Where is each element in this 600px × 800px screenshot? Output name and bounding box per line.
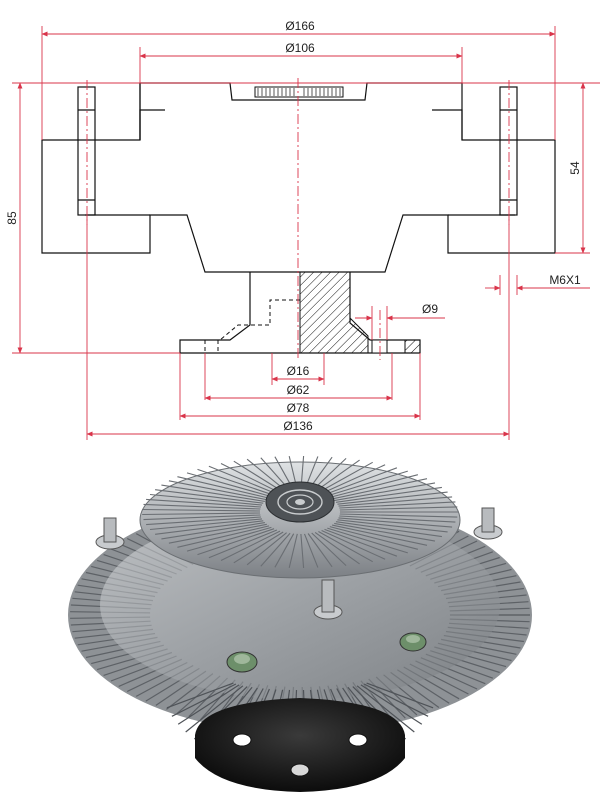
fin <box>307 533 333 568</box>
fin <box>168 480 267 501</box>
fin <box>318 531 373 563</box>
fin <box>246 532 287 566</box>
dim-label-d62: Ø62 <box>287 383 310 397</box>
fin <box>339 501 456 509</box>
fin <box>186 472 272 498</box>
fin <box>337 491 448 505</box>
fin <box>318 461 373 493</box>
dim-label-d166: Ø166 <box>285 19 315 33</box>
fin <box>360 684 423 725</box>
stud-center <box>313 579 343 620</box>
fin <box>274 533 295 568</box>
stud-right <box>473 507 503 540</box>
fin <box>337 519 448 533</box>
fin <box>143 514 261 521</box>
fin <box>324 467 398 496</box>
stud-left <box>95 517 125 550</box>
fin <box>334 482 436 502</box>
fin <box>366 682 434 709</box>
dim-label-54: 54 <box>568 161 582 175</box>
fin <box>363 683 429 717</box>
fin <box>185 685 244 733</box>
fin <box>288 533 298 569</box>
fin <box>356 685 415 733</box>
technical-drawing: Ø166 Ø106 85 54 M6X1 Ø9 Ø16 Ø62 Ø78 Ø136 <box>5 19 600 440</box>
part-outline <box>41 82 556 354</box>
fin <box>314 459 360 493</box>
fin <box>166 682 234 709</box>
fin <box>149 518 263 531</box>
fin <box>155 489 264 504</box>
fin <box>186 526 272 552</box>
fin <box>300 533 305 569</box>
fin <box>329 526 419 550</box>
fin <box>142 508 261 512</box>
fin <box>155 520 264 535</box>
dim-label-d16: Ø16 <box>287 364 310 378</box>
fin <box>335 521 442 538</box>
fin <box>161 484 265 502</box>
dim-label-d136: Ø136 <box>283 419 313 433</box>
fin <box>331 478 428 500</box>
dim-label-d106: Ø106 <box>285 41 315 55</box>
fin <box>220 463 281 494</box>
dimension-labels: Ø166 Ø106 85 54 M6X1 Ø9 Ø16 Ø62 Ø78 Ø136 <box>5 19 582 433</box>
dim-label-thread: M6X1 <box>549 273 581 287</box>
fin <box>335 486 442 503</box>
fin <box>327 527 408 554</box>
fin <box>334 522 436 542</box>
dim-label-d78: Ø78 <box>287 401 310 415</box>
fin <box>177 476 270 499</box>
fin <box>338 517 453 528</box>
fin <box>339 515 456 523</box>
fin <box>321 529 386 560</box>
dimension-lines <box>17 31 590 437</box>
fin <box>161 522 265 540</box>
fin <box>233 460 284 493</box>
fin <box>142 512 261 516</box>
fin <box>331 524 428 546</box>
fin <box>197 468 275 496</box>
fin <box>311 532 347 566</box>
fin <box>208 465 278 495</box>
fin <box>327 470 408 497</box>
product-photo <box>68 455 532 792</box>
fin <box>314 531 360 565</box>
bolt-right <box>399 632 427 652</box>
dim-label-d9: Ø9 <box>422 302 438 316</box>
fin <box>146 498 262 508</box>
mounting-flange <box>195 698 405 792</box>
fin <box>339 506 458 511</box>
fin <box>177 525 270 548</box>
fin <box>149 493 263 506</box>
fin <box>338 496 453 507</box>
fin <box>168 523 267 544</box>
fin <box>146 516 262 526</box>
fin <box>260 532 291 567</box>
center-lines <box>86 78 510 360</box>
fin <box>329 474 419 498</box>
fin <box>303 533 319 568</box>
fin <box>143 503 261 510</box>
fin <box>220 530 281 561</box>
dim-label-85: 85 <box>5 211 19 225</box>
fin <box>339 513 458 518</box>
fin <box>321 464 386 495</box>
bolt-left <box>226 651 258 673</box>
fin <box>233 531 284 564</box>
fan-clutch-image <box>68 455 532 792</box>
fin <box>177 684 240 725</box>
fin <box>324 528 398 557</box>
fin <box>197 528 275 556</box>
fin <box>171 683 237 717</box>
fin <box>208 529 278 559</box>
